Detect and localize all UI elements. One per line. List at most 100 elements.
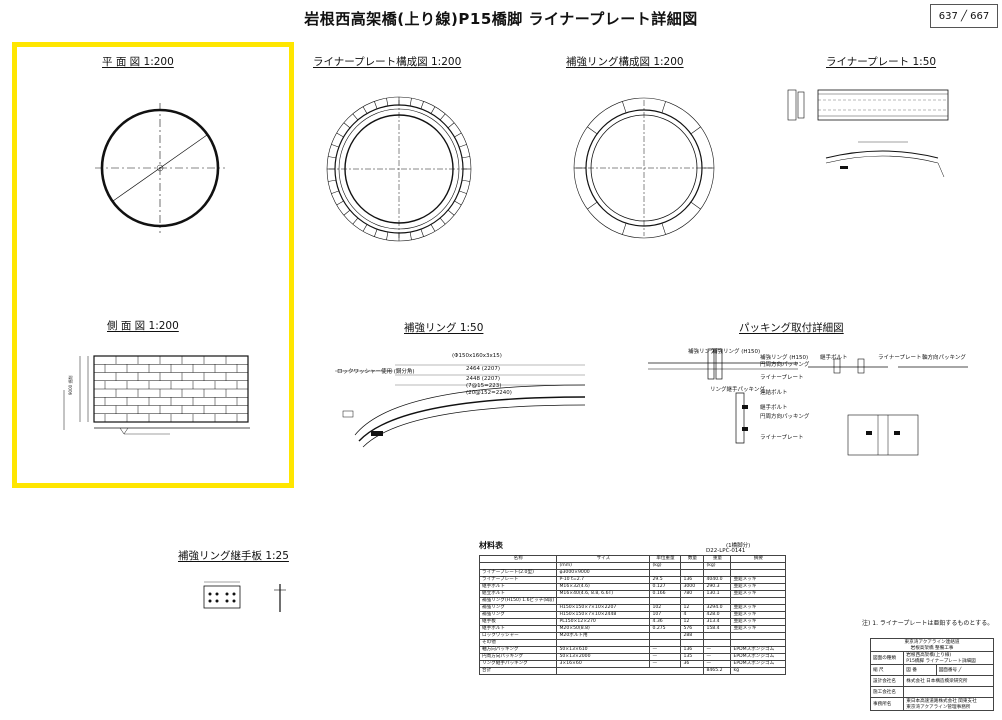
materials-cell: 158.4 <box>703 625 732 633</box>
materials-code: D22-LPC-0141 <box>706 548 746 554</box>
materials-cell: PL150×12×270 <box>556 618 651 626</box>
materials-cell <box>649 639 682 647</box>
pack-ring-packing-label: リング継手パッキング <box>710 387 765 393</box>
tb-office-sub: 東京湾アクアライン管理事務所 <box>906 705 971 710</box>
note-1: 注) 1. ライナープレートは亜鉛するものとする。 <box>862 620 994 627</box>
total-unit: kg <box>730 667 787 675</box>
materials-cell: 継手ボルト <box>478 583 558 591</box>
materials-cell: 亜鉛メッキ <box>730 576 787 584</box>
plan-view-drawing <box>95 103 225 233</box>
materials-cell: 3×16×60 <box>556 660 651 668</box>
materials-cell: EPDMスポンジゴム <box>730 646 787 654</box>
materials-cell: φ3000×9000 <box>556 569 651 577</box>
materials-cell: 亜鉛メッキ <box>730 590 787 598</box>
materials-cell: ロックワッシャー <box>478 632 558 640</box>
liner-composition-drawing <box>326 96 472 242</box>
materials-cell: 亜鉛メッキ <box>730 611 787 619</box>
unit-cell: (kg) <box>649 562 682 570</box>
rock-washer-label: ロックワッシャー使用 (鋼分角) <box>337 369 415 375</box>
joint-plate-drawing <box>203 581 286 612</box>
materials-row: 補強リング(H150) 1.6ピッチ(8段) <box>478 597 787 605</box>
tb-project-sub: 岩根高架橋 整備工事 <box>910 646 954 651</box>
drawing-title: 岩根西高架橋(上り線)P15橋脚 ライナープレート詳細図 <box>304 10 698 28</box>
materials-cell: 12 <box>680 618 705 626</box>
materials-cell <box>556 639 651 647</box>
materials-cell: M20ボルト用 <box>556 632 651 640</box>
materials-row: ライナープレート(2.0型)φ3000×9000 <box>478 569 787 577</box>
materials-cell: 補強リング(H150) 1.6ピッチ(8段) <box>478 597 558 605</box>
materials-cell: 428.0 <box>703 611 732 619</box>
unit-cell <box>730 562 787 570</box>
materials-cell: 4.36 <box>649 618 682 626</box>
header-quantity: 数量 <box>680 555 705 563</box>
materials-cell <box>649 597 682 605</box>
materials-header-row: 名称 サイズ 単位重量 数量 重量 摘要 <box>478 555 787 563</box>
materials-cell: 136 <box>680 646 705 654</box>
materials-cell: H150×150×7×10×2207 <box>556 604 651 612</box>
materials-cell: 0.166 <box>649 590 682 598</box>
materials-cell: M16×40(4.6, 8.8, 6.6T) <box>556 590 651 598</box>
materials-title: 材料表 <box>479 541 503 550</box>
materials-cell: 50×13×2000 <box>556 653 651 661</box>
tb-drawing-type: 岩根西高架橋(上り線) <box>906 653 952 658</box>
materials-cell: — <box>703 653 732 661</box>
materials-table-wrap: 名称 サイズ 単位重量 数量 重量 摘要 (mm) (kg) (kg) ライナー… <box>478 555 787 675</box>
materials-cell: 50×13×610 <box>556 646 651 654</box>
materials-cell: M16×32(4.6) <box>556 583 651 591</box>
materials-cell: 290.3 <box>703 583 732 591</box>
materials-cell: P-10 t=2.7 <box>556 576 651 584</box>
materials-cell: 3000 <box>680 583 705 591</box>
materials-cell: — <box>649 646 682 654</box>
pack-bolt-label: 連結ボルト <box>760 390 788 396</box>
materials-cell: 円周方向パッキング <box>478 653 558 661</box>
tb-drawing-no-label: 図 番 <box>903 664 937 676</box>
header-size: サイズ <box>556 555 651 563</box>
ring-dims-3: 2448 (2207) <box>466 376 501 382</box>
pack-connect-bolt-label: 継手ボルト <box>820 355 848 361</box>
materials-cell: 136 <box>680 576 705 584</box>
materials-cell <box>649 632 682 640</box>
unit-cell <box>680 562 705 570</box>
materials-cell <box>730 569 787 577</box>
tb-project: 東京湾アクアライン連絡道 <box>904 640 960 645</box>
ring-dims-5: (20@152=2240) <box>466 390 512 396</box>
tb-builder-label: 施工会社名 <box>869 686 905 698</box>
side-view-drawing: 9000 掘削 <box>63 355 250 435</box>
materials-cell: 102 <box>649 604 682 612</box>
ring-dims-2: 2464 (2207) <box>466 366 501 372</box>
materials-cell <box>730 597 787 605</box>
pack-ring-bolt-label: 補強リング (H150) <box>712 349 761 355</box>
materials-ref: (1橋脚分) <box>726 543 751 549</box>
pack-ring-label: 補強リング <box>688 349 716 355</box>
materials-cell: その他 <box>478 639 558 647</box>
tb-design-company: 株式会社 日本構造橋梁研究所 <box>903 675 994 687</box>
materials-total-row: 合計 8465.2 kg <box>478 667 787 675</box>
materials-cell: 0.127 <box>649 583 682 591</box>
materials-cell: M20×50(8.8) <box>556 625 651 633</box>
materials-cell <box>680 639 705 647</box>
materials-cell: ライナープレート <box>478 576 558 584</box>
materials-cell: 亜鉛メッキ <box>730 583 787 591</box>
pack-joint-bolt-label: 継手ボルト <box>760 405 788 411</box>
materials-cell: 継手ボルト <box>478 625 558 633</box>
materials-cell: — <box>649 660 682 668</box>
reinforcing-ring-drawing <box>335 364 586 448</box>
materials-cell: リング継手パッキング <box>478 660 558 668</box>
materials-cell: — <box>703 646 732 654</box>
materials-cell: 亜鉛メッキ <box>730 618 787 626</box>
packing-detail-title: パッキング取付詳細図 <box>739 322 844 334</box>
tb-design-company-label: 設計会社名 <box>869 675 905 687</box>
materials-cell: — <box>703 660 732 668</box>
materials-cell: 130.1 <box>703 590 732 598</box>
joint-plate-title: 補強リング継手板 1:25 <box>178 550 289 562</box>
tb-drawing-number-label: 図面番号 <box>938 668 958 673</box>
svg-text:9000 掘削: 9000 掘削 <box>67 376 73 395</box>
materials-cell: 継手板 <box>478 618 558 626</box>
ring-dims-4: (7@15=223) <box>466 383 502 389</box>
materials-cell <box>730 639 787 647</box>
ring-dims-1: (Φ150x160x3x15) <box>452 353 502 359</box>
